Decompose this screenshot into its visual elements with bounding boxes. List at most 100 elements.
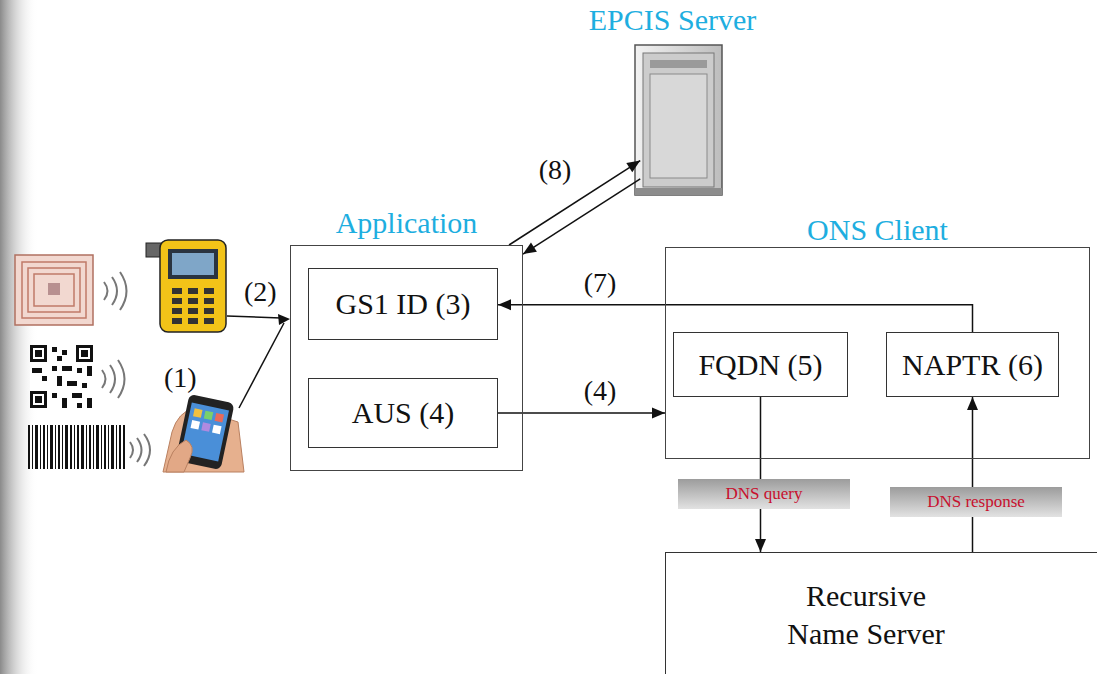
radio-waves-part <box>130 442 133 458</box>
barcode-part <box>81 425 84 469</box>
barcode-part <box>93 425 94 469</box>
leader-lines-part <box>227 316 281 318</box>
barcode-part <box>104 425 106 469</box>
handheld-reader-part <box>168 249 218 279</box>
qr-code <box>30 345 93 408</box>
box-text: FQDN (5) <box>698 346 822 384</box>
callout-patch: (1) <box>160 362 201 394</box>
qr-code-part <box>77 403 82 408</box>
handheld-reader-part <box>160 240 226 332</box>
smartphone-in-hand <box>163 394 244 472</box>
connector <box>755 397 766 552</box>
barcode-part <box>86 425 87 469</box>
rfid-tag-part <box>15 255 93 325</box>
connector-line <box>498 412 665 414</box>
arrowhead <box>755 539 766 552</box>
connector-line <box>972 397 974 552</box>
barcode-part <box>111 425 114 469</box>
edge-label: (4) <box>584 375 617 407</box>
qr-code-part <box>52 366 57 371</box>
server-icon-part <box>635 188 722 195</box>
qr-code-part <box>79 348 90 359</box>
edge-label: (8) <box>539 154 572 186</box>
qr-code-part <box>33 394 44 405</box>
radio-waves-part <box>118 360 125 398</box>
qr-code-part <box>82 383 87 388</box>
barcode-part <box>74 425 75 469</box>
edge-label: DNS response <box>927 491 1025 513</box>
server-icon-part <box>635 45 722 195</box>
radio-waves-part <box>104 282 108 300</box>
handheld-reader-part <box>172 318 182 324</box>
process-box: FQDN (5) <box>673 332 848 397</box>
qr-code-part <box>62 366 72 371</box>
label-patch: DNS query <box>678 479 850 509</box>
barcode-part <box>119 425 121 469</box>
server-icon-part <box>650 74 707 178</box>
smartphone-in-hand-part-part <box>212 425 221 434</box>
barcode-part <box>70 425 72 469</box>
radio-waves-part <box>144 434 150 466</box>
barcode-part <box>32 425 33 469</box>
barcode-part <box>50 425 53 469</box>
qr-code-part <box>35 350 42 357</box>
process-box: Recursive Name Server <box>665 552 1097 674</box>
qr-code-part <box>32 368 42 373</box>
qr-code-part <box>35 396 42 403</box>
qr-code-part <box>87 398 92 408</box>
leader-lines-part <box>239 323 284 408</box>
qr-code-part <box>77 368 82 373</box>
radio-waves <box>102 272 150 466</box>
label-patch: DNS response <box>890 487 1062 517</box>
barcode-part <box>43 425 45 469</box>
qr-code-part <box>30 345 93 408</box>
edge-label-patch: (8) <box>535 154 576 186</box>
smartphone-in-hand-part-part <box>215 413 224 422</box>
arrowhead <box>498 299 511 310</box>
qr-code-part <box>76 345 93 362</box>
connector <box>967 397 978 552</box>
barcode-part <box>123 425 125 469</box>
qr-code-part <box>52 393 57 398</box>
connector <box>498 408 665 419</box>
group-heading: Application <box>286 205 527 241</box>
barcode-part <box>55 425 56 469</box>
barcode-part <box>96 425 99 469</box>
rfid-tag <box>15 255 93 325</box>
smartphone-in-hand-part-part <box>193 408 202 417</box>
handheld-reader-part <box>172 288 182 294</box>
handheld-reader-part <box>188 298 198 304</box>
radio-waves-part <box>112 277 117 305</box>
radio-waves-part <box>137 438 142 462</box>
handheld-reader-part <box>172 298 182 304</box>
barcode-part <box>62 425 63 469</box>
barcode-part <box>47 425 48 469</box>
barcode-part <box>101 425 102 469</box>
group-box: ONS ClientFQDN (5)NAPTR (6) <box>661 212 1094 459</box>
rfid-tag-part <box>22 262 86 318</box>
handheld-reader <box>146 240 226 332</box>
group-heading: ONS Client <box>661 212 1094 248</box>
qr-code-part <box>62 350 67 355</box>
edge-label-patch: (7) <box>580 267 621 299</box>
edge-label: (7) <box>584 267 617 299</box>
qr-code-part <box>87 366 92 376</box>
handheld-reader-part <box>204 318 214 324</box>
rfid-tag-part <box>28 268 80 312</box>
barcode-part <box>40 425 41 469</box>
handheld-reader-part <box>172 253 214 275</box>
barcode-part <box>77 425 79 469</box>
edge-label: DNS query <box>726 483 803 505</box>
group-box: EPCIS Server <box>556 2 789 198</box>
qr-code-part <box>62 398 67 408</box>
qr-code-part <box>30 391 47 408</box>
qr-code-part <box>57 376 62 386</box>
barcode-part <box>108 425 109 469</box>
box-text: AUS (4) <box>352 394 455 432</box>
smartphone-in-hand-part-part <box>191 420 200 429</box>
barcode-part <box>116 425 117 469</box>
group-box: ApplicationGS1 ID (3)AUS (4) <box>286 205 527 471</box>
rfid-tag-part <box>48 283 60 295</box>
qr-code-part <box>67 381 77 386</box>
